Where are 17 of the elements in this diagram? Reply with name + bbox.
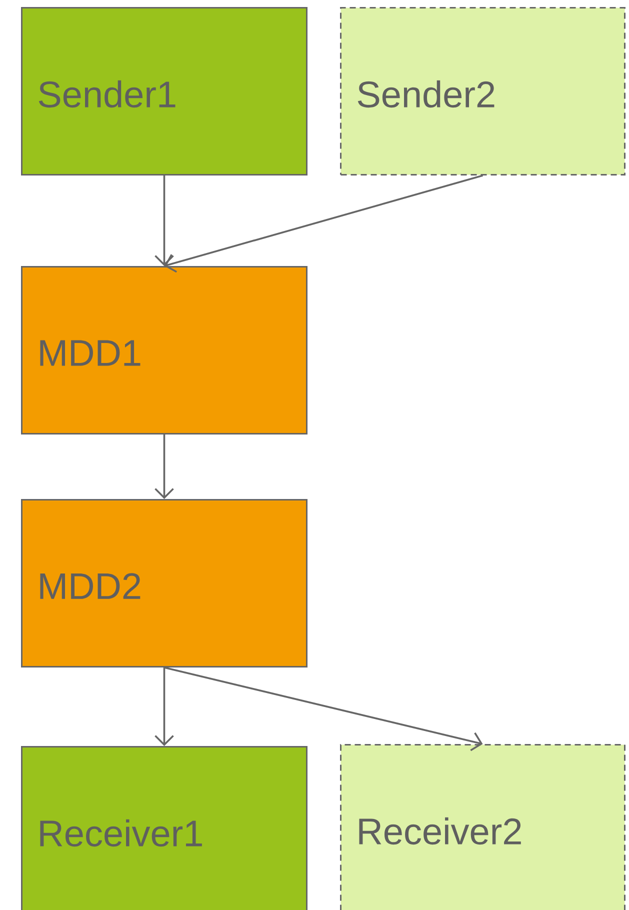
- process-box: [21, 746, 308, 910]
- arrow: [154, 176, 174, 266]
- process-box: [340, 7, 626, 176]
- arrow: [154, 668, 174, 746]
- box-label: Receiver1: [40, 819, 202, 847]
- process-box: [340, 744, 626, 910]
- process-box: [21, 499, 308, 668]
- arrow: [164, 666, 483, 752]
- box-label: Receiver2: [359, 817, 521, 845]
- box-label: Sender2: [358, 80, 494, 108]
- box-label: Sender1: [38, 80, 176, 108]
- arrow: [154, 434, 174, 499]
- box-label: MDD2: [40, 573, 140, 599]
- arrow: [164, 174, 483, 273]
- process-box: [21, 266, 308, 434]
- box-label: MDD1: [40, 340, 140, 366]
- process-box: [21, 7, 308, 176]
